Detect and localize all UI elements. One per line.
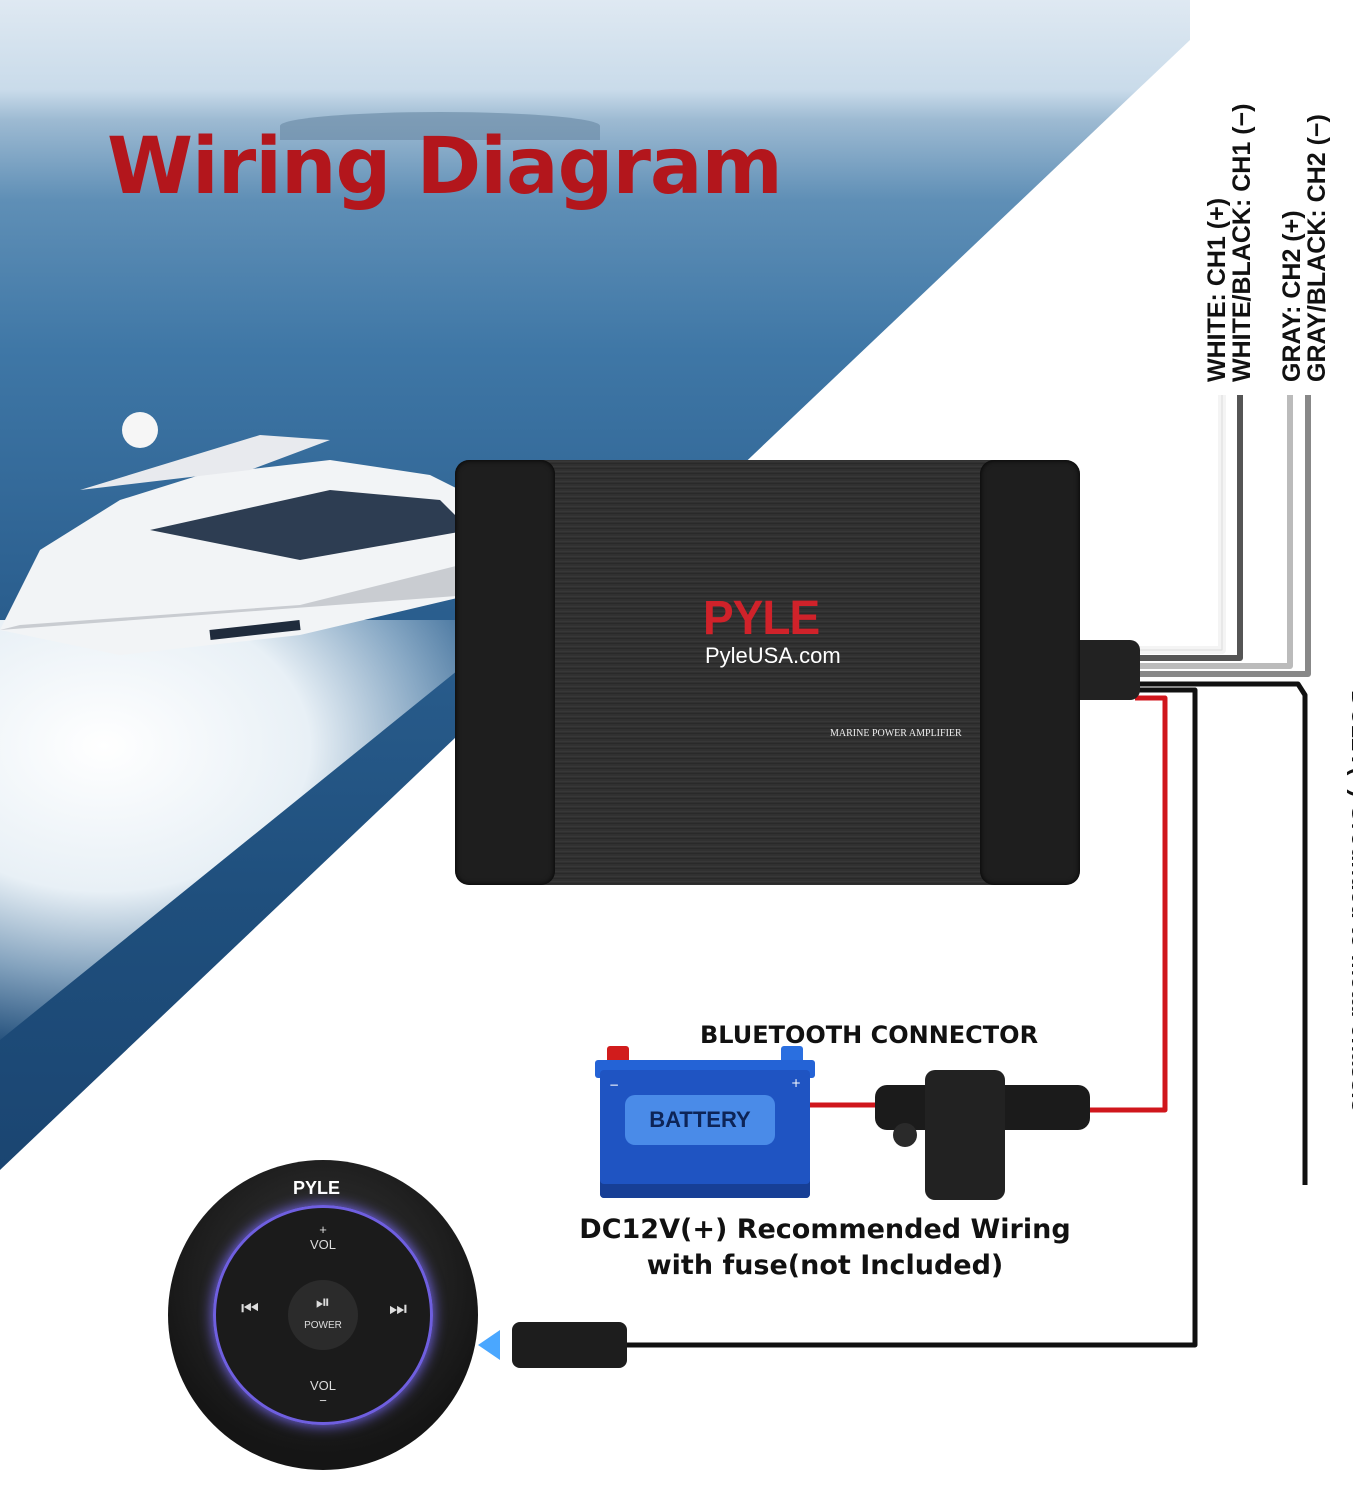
battery-pos-mark: + bbox=[791, 1076, 802, 1090]
play-pause-icon: ⏯ bbox=[315, 1292, 331, 1312]
inline-fuse-holder bbox=[875, 1070, 1090, 1200]
play-power-button: ⏯ POWER bbox=[288, 1280, 358, 1350]
power-wiring-caption: DC12V(+) Recommended Wiring with fuse(no… bbox=[560, 1212, 1090, 1284]
amplifier-end-cap-left bbox=[455, 460, 555, 885]
next-track-button: ⏭ bbox=[389, 1298, 407, 1320]
yacht-image bbox=[0, 412, 520, 655]
vol-down-button: VOL − bbox=[309, 1378, 336, 1408]
prev-track-button: ⏮ bbox=[241, 1298, 259, 1320]
wire-white-black-ch1-neg bbox=[1135, 395, 1243, 661]
wire-ground bbox=[1135, 681, 1308, 1185]
power-caption-line1: DC12V(+) Recommended Wiring bbox=[579, 1214, 1071, 1245]
wire-gray-ch2-pos bbox=[1135, 395, 1293, 669]
amplifier-website: PyleUSA.com bbox=[705, 643, 841, 668]
battery-label: BATTERY bbox=[625, 1095, 775, 1145]
amplifier-brand-logo: PYLE bbox=[703, 589, 820, 645]
label-ground: DC12V(−) Grounded to metal chassis bbox=[1346, 690, 1353, 1113]
page-title: Wiring Diagram bbox=[107, 122, 783, 212]
wire-white-ch1-pos bbox=[1135, 395, 1226, 654]
wire-gray-black-ch2-neg bbox=[1135, 395, 1311, 677]
remote-brand-logo: PYLE bbox=[293, 1178, 341, 1198]
amplifier-body bbox=[500, 460, 1000, 885]
battery: − + BATTERY bbox=[595, 1040, 815, 1200]
battery-neg-mark: − bbox=[609, 1078, 620, 1092]
wire-bluetooth bbox=[625, 687, 1198, 1348]
wire-power bbox=[1090, 695, 1168, 1113]
battery-positive-terminal bbox=[781, 1046, 803, 1064]
vol-up-button: + VOL bbox=[309, 1222, 336, 1252]
bluetooth-remote: PYLE + VOL VOL − ⏮ ⏭ ⏯ POWER bbox=[168, 1160, 478, 1470]
bluetooth-connector-plug bbox=[478, 1322, 627, 1368]
power-label: POWER bbox=[304, 1320, 342, 1331]
battery-negative-terminal bbox=[607, 1046, 629, 1064]
label-white-black-ch1-neg: WHITE/BLACK: CH1 (−) bbox=[1228, 103, 1256, 382]
amplifier-model-text: MARINE POWER AMPLIFIER bbox=[830, 728, 962, 739]
power-caption-line2: with fuse(not Included) bbox=[646, 1250, 1004, 1281]
label-gray-black-ch2-neg: GRAY/BLACK: CH2 (−) bbox=[1303, 114, 1331, 382]
marine-amplifier: PYLE PyleUSA.com MARINE POWER AMPLIFIER bbox=[455, 460, 1080, 885]
bluetooth-connector-label: BLUETOOTH CONNECTOR bbox=[700, 1021, 1039, 1049]
island bbox=[280, 112, 600, 140]
amplifier-end-cap-right bbox=[980, 460, 1080, 885]
